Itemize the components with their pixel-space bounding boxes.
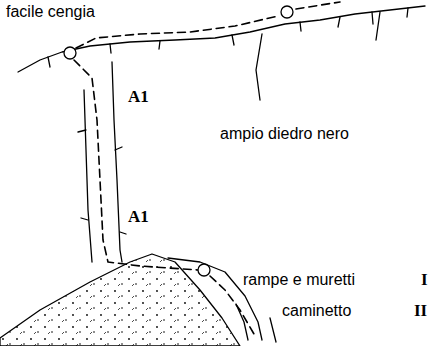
wall-ticks <box>78 130 126 234</box>
grade-label: I <box>421 271 428 288</box>
scree-cone <box>0 254 240 346</box>
route-line <box>76 16 278 48</box>
ledge-label: facile cengia <box>6 4 95 20</box>
feature-label: ampio diedro nero <box>220 126 349 142</box>
rock-ticks <box>48 8 408 67</box>
grade-label: II <box>414 302 427 319</box>
belay-station <box>64 47 76 59</box>
pitch-label: rampe e muretti <box>243 272 355 288</box>
belay-station <box>281 6 293 18</box>
rock-crack <box>256 12 380 100</box>
route-line <box>74 60 198 270</box>
grade-label: A1 <box>128 208 149 225</box>
dihedral-wall <box>84 90 92 262</box>
grade-label: A1 <box>128 88 149 105</box>
pitch-label: caminetto <box>282 303 351 319</box>
route-line <box>296 2 340 9</box>
belay-station <box>198 264 210 276</box>
chimney <box>236 304 276 342</box>
